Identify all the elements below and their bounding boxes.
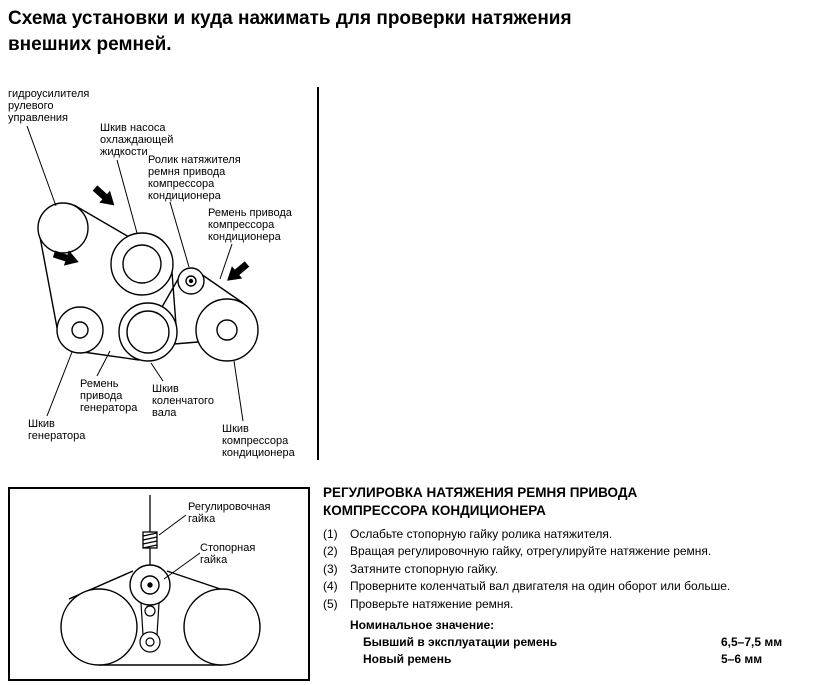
step-text: Вращая регулировочную гайку, отрегулируй… (350, 544, 712, 559)
ac-compressor-pulley-inner (216, 319, 238, 341)
procedure-steps: (1) Ослабьте стопорную гайку ролика натя… (323, 526, 812, 613)
belt-layout-drawing (26, 125, 259, 422)
bottom-pulleys-group (60, 564, 261, 666)
procedure-step: (2) Вращая регулировочную гайку, отрегул… (323, 543, 812, 560)
pulleys-group (37, 202, 259, 362)
press-point-arrows (52, 185, 250, 281)
spec-value: 5–6 мм (721, 651, 763, 666)
spec-label: Бывший в эксплуатации ремень (363, 634, 558, 649)
step-text: Ослабьте стопорную гайку ролика натяжите… (350, 527, 613, 542)
right-pulley (183, 588, 261, 666)
label-alternator-belt: Ремень привода генератора (80, 378, 138, 414)
step-number: (1) (323, 527, 338, 542)
label-adjusting-nut: Регулировочная гайка (188, 501, 271, 525)
alternator-pulley-inner (71, 321, 89, 339)
spec-label: Новый ремень (363, 651, 452, 666)
spec-heading: Номинальное значение: (350, 618, 495, 633)
label-ac-compressor-belt: Ремень привода компрессора кондиционера (208, 207, 292, 243)
page-divider-line (317, 87, 319, 460)
label-ac-compressor-pulley: Шкив компрессора кондиционера (222, 423, 295, 459)
tensioner-drawing (60, 495, 261, 666)
belt-layout-diagram: гидроусилителя рулевого управления Шкив … (0, 80, 340, 465)
page-title: Схема установки и куда нажимать для пров… (8, 8, 572, 56)
press-arrow-icon (227, 261, 250, 281)
step-number: (3) (323, 561, 338, 576)
tensioner-pulley-center (147, 582, 153, 588)
label-lock-nut: Стопорная гайка (200, 542, 256, 566)
step-text: Затяните стопорную гайку. (350, 561, 499, 576)
step-number: (5) (323, 596, 338, 611)
power-steering-pulley (37, 202, 89, 254)
procedure-step: (3) Затяните стопорную гайку. (323, 561, 812, 578)
procedure-heading: РЕГУЛИРОВКА НАТЯЖЕНИЯ РЕМНЯ ПРИВОДА КОМП… (323, 485, 638, 518)
spec-row: Бывший в эксплуатации ремень 6,5–7,5 мм (363, 634, 812, 651)
tensioner-adjustment-diagram: Регулировочная гайка Стопорная гайка (8, 487, 310, 681)
procedure-section: РЕГУЛИРОВКА НАТЯЖЕНИЯ РЕМНЯ ПРИВОДА КОМП… (323, 484, 812, 667)
procedure-step: (5) Проверьте натяжение ремня. (323, 596, 812, 613)
tensioner-bracket (139, 602, 161, 653)
leader-lines (26, 125, 244, 422)
alternator-belt-lines (39, 204, 177, 361)
label-alternator-pulley: Шкив генератора (28, 418, 86, 442)
procedure-step: (1) Ослабьте стопорную гайку ролика натя… (323, 526, 812, 543)
coolant-pump-pulley-inner (122, 244, 162, 284)
label-power-steering-pump-pulley: гидроусилителя рулевого управления (8, 88, 90, 124)
step-text: Проверьте натяжение ремня. (350, 596, 514, 611)
spec-value: 6,5–7,5 мм (721, 634, 783, 649)
step-number: (2) (323, 544, 338, 559)
adjusting-bolt (142, 495, 158, 566)
press-arrow-icon (52, 250, 79, 266)
crankshaft-pulley-inner (126, 310, 170, 354)
label-crankshaft-pulley: Шкив коленчатого вала (152, 383, 214, 419)
step-number: (4) (323, 579, 338, 594)
press-arrow-icon (92, 185, 115, 206)
label-tensioner-roller: Ролик натяжителя ремня привода компрессо… (148, 154, 241, 202)
spec-row: Новый ремень 5–6 мм (363, 651, 812, 668)
left-pulley (60, 588, 138, 666)
procedure-step: (4) Проверните коленчатый вал двигателя … (323, 578, 812, 595)
step-text: Проверните коленчатый вал двигателя на о… (350, 579, 731, 594)
tensioner-center-dot (188, 278, 194, 284)
label-coolant-pump-pulley: Шкив насоса охлаждающей жидкости (100, 122, 174, 158)
bottom-leader-lines (158, 514, 201, 580)
